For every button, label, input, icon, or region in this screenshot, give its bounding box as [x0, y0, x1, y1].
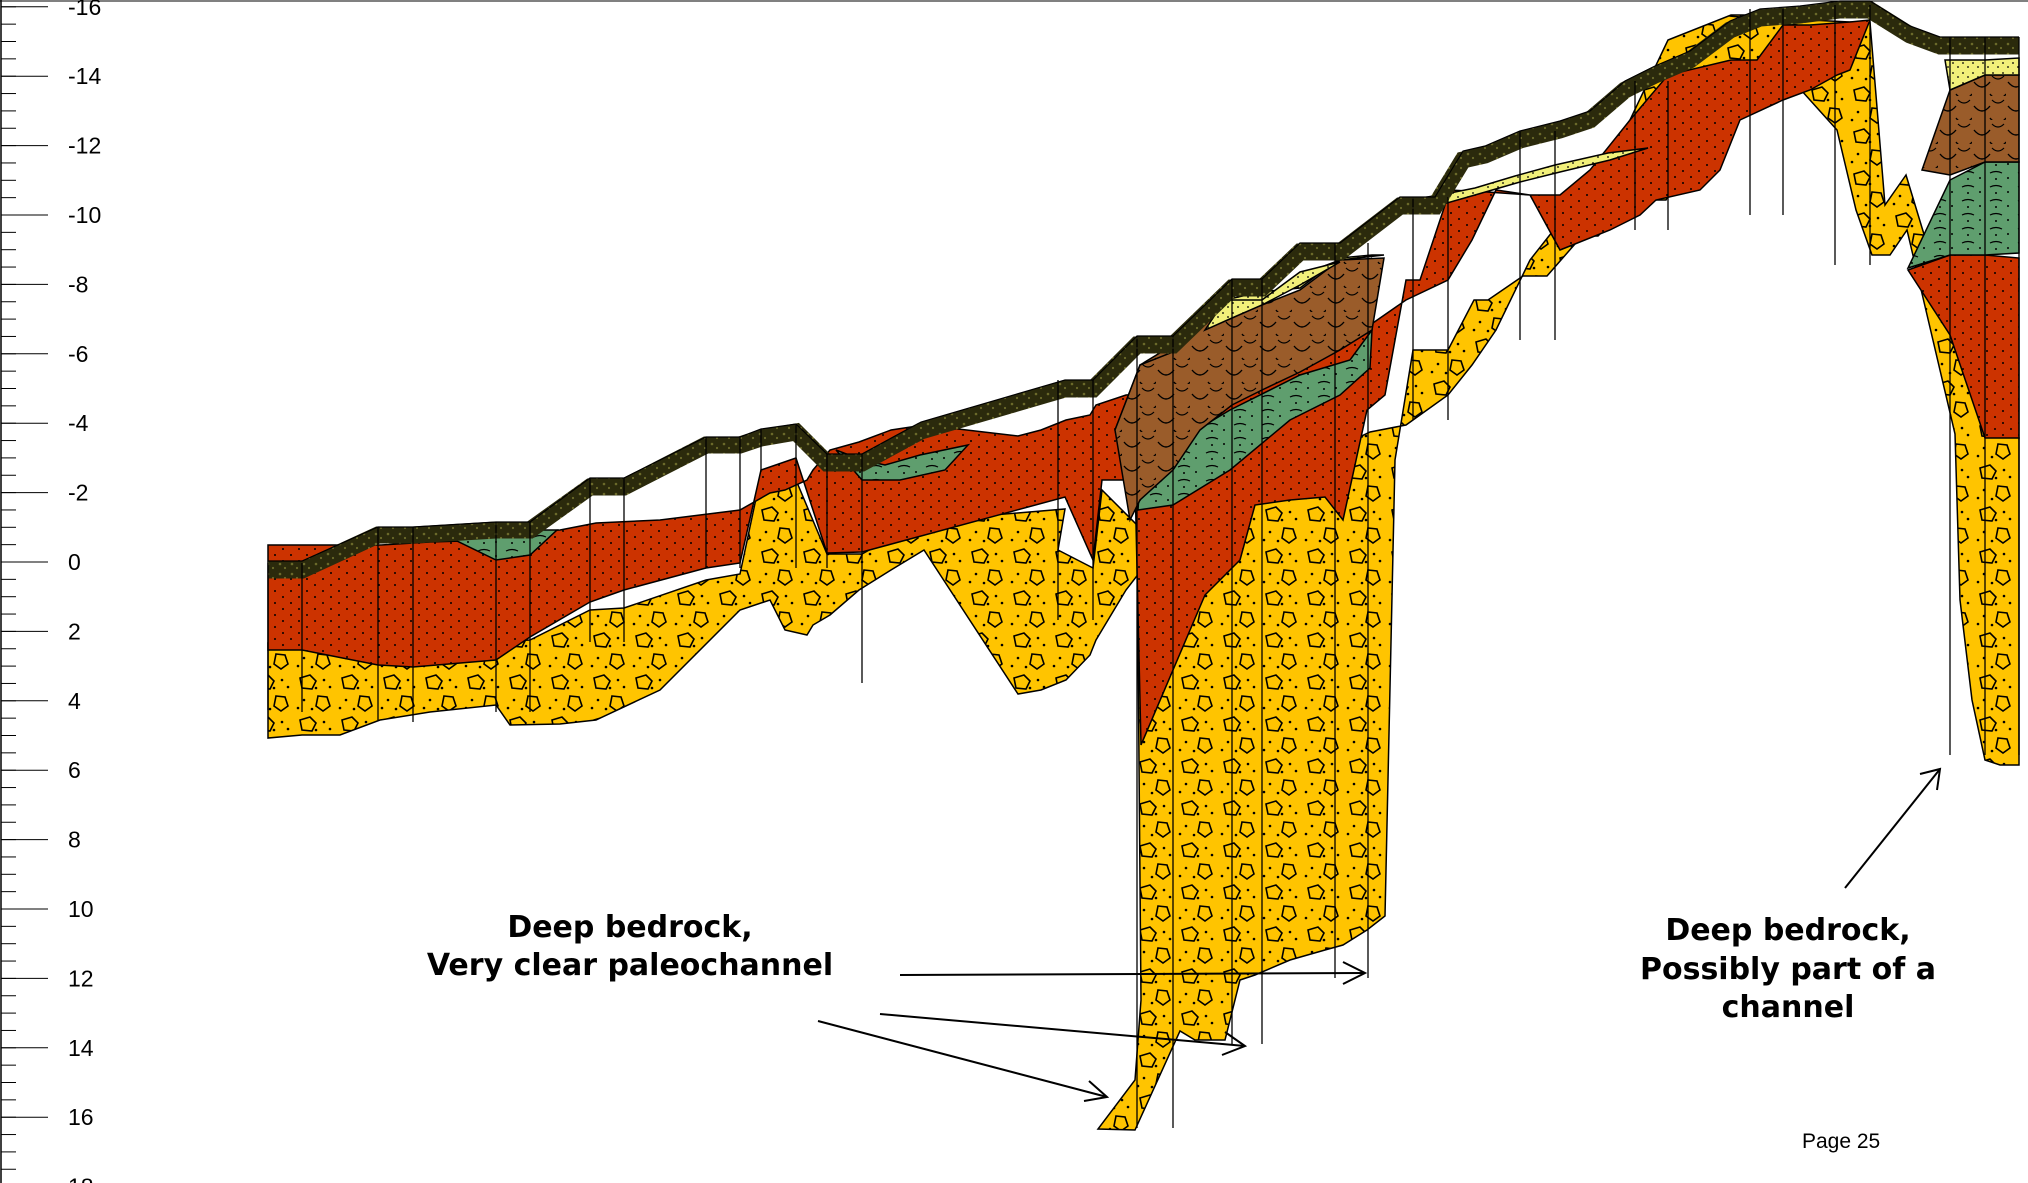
axis-tick-label: 4 [68, 688, 81, 714]
axis-tick-label: -16 [68, 0, 101, 20]
page-number: Page 25 [1802, 1130, 1880, 1153]
silt-lens-right [1906, 161, 2020, 270]
peat-layer-right [1921, 74, 2020, 176]
arrow-3 [817, 1020, 1108, 1098]
axis-tick-label: -4 [68, 410, 89, 436]
arrow-1-head [1342, 961, 1368, 985]
sand-layer-2 [1202, 261, 1341, 332]
axis-tick-label: 6 [68, 757, 81, 783]
axis-tick-label: 12 [68, 965, 94, 991]
sand-layer-top [1407, 147, 1649, 206]
axis-tick-label: 0 [68, 549, 81, 575]
axis-tick-label: -6 [68, 341, 88, 367]
axis-tick-label: 18 [68, 1174, 94, 1183]
axis-tick-label: 16 [68, 1104, 94, 1130]
borehole-columns [267, 5, 2020, 1128]
arrow-3-head [1083, 1080, 1110, 1102]
annotation-right-line1: Deep bedrock, [1665, 913, 1910, 948]
geologic-cross-section [267, 0, 2020, 1131]
annotation-right-line3: channel [1722, 990, 1855, 1025]
axis-tick-label: -10 [68, 202, 101, 228]
axis-tick-label: -8 [68, 271, 88, 297]
axis-tick-label: 2 [68, 618, 81, 644]
axis-tick-label: 14 [68, 1035, 94, 1061]
topsoil-outline [268, 0, 2019, 562]
arrow-2-head [1221, 1031, 1248, 1056]
depth-axis: -16 -14 -12 -10 -8 -6 -4 -2 0 2 4 6 8 10 12 14 16 18 [0, 0, 101, 1183]
axis-tick-label: -14 [68, 63, 101, 89]
arrow-2 [879, 1013, 1246, 1047]
axis-tick-label: -2 [68, 480, 88, 506]
annotation-left-line1: Deep bedrock, [507, 910, 752, 945]
arrow-1 [899, 972, 1366, 976]
axis-tick-label: 10 [68, 896, 94, 922]
annotation-left-line2: Very clear paleochannel [427, 948, 833, 983]
axis-tick-label: -12 [68, 133, 101, 159]
topsoil-layer [268, 1, 2019, 579]
annotation-right-line2: Possibly part of a [1640, 952, 1936, 987]
arrow-4-head [1919, 767, 1942, 791]
arrow-4 [1844, 768, 1941, 889]
axis-tick-label: 8 [68, 827, 81, 853]
annotation-arrows [817, 767, 1942, 1102]
